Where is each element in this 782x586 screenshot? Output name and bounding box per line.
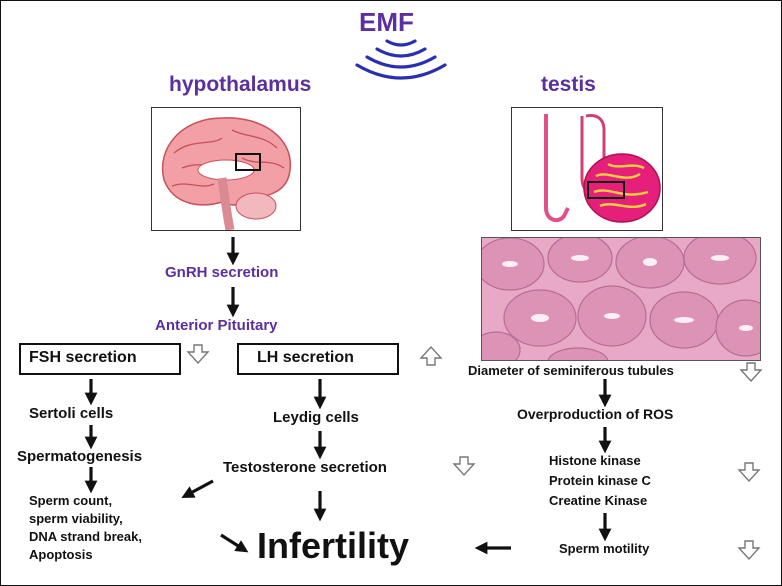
sperm-effect-1: Sperm count, <box>29 493 113 508</box>
protein-kinase-c-label: Protein kinase C <box>549 473 651 488</box>
sperm-motility-label: Sperm motility <box>559 541 650 556</box>
testis-illustration <box>511 107 663 231</box>
gnrh-secretion-label: GnRH secretion <box>165 264 279 281</box>
arrow-testosterone-to-sperm <box>181 479 214 499</box>
leydig-cells-label: Leydig cells <box>273 409 359 426</box>
lh-secretion-box: LH secretion <box>237 343 399 375</box>
sperm-effect-2: sperm viability, <box>29 511 123 526</box>
sertoli-cells-label: Sertoli cells <box>29 405 114 422</box>
emf-title: EMF <box>359 7 414 37</box>
lh-secretion-label: LH secretion <box>257 349 354 366</box>
decrease-arrow-diameter <box>739 362 763 383</box>
seminiferous-tubule-histology <box>481 237 761 361</box>
decrease-arrow-kinases <box>737 462 761 483</box>
decrease-arrow-testosterone <box>452 456 476 477</box>
histone-kinase-label: Histone kinase <box>549 453 641 468</box>
ros-overproduction-label: Overproduction of ROS <box>517 406 674 422</box>
hypothalamus-label: hypothalamus <box>169 73 312 96</box>
fsh-secretion-label: FSH secretion <box>29 349 137 366</box>
decrease-arrow-motility <box>737 540 761 561</box>
testosterone-secretion-label: Testosterone secretion <box>223 459 387 476</box>
creatine-kinase-label: Creatine Kinase <box>549 493 648 508</box>
spermatogenesis-label: Spermatogenesis <box>17 448 143 465</box>
testis-label: testis <box>541 73 596 96</box>
arrow-sperm-to-infertility <box>220 533 249 553</box>
decrease-arrow-fsh <box>186 344 210 365</box>
emf-waves-icon <box>355 39 447 80</box>
brain-illustration <box>151 107 301 231</box>
anterior-pituitary-label: Anterior Pituitary <box>155 317 278 334</box>
sperm-effect-4: Apoptosis <box>29 547 93 562</box>
diameter-tubules-label: Diameter of seminiferous tubules <box>468 363 674 378</box>
increase-arrow-lh <box>419 345 443 366</box>
sperm-effect-3: DNA strand break, <box>29 529 142 544</box>
fsh-secretion-box: FSH secretion <box>19 343 181 375</box>
infertility-label: Infertility <box>257 525 410 566</box>
